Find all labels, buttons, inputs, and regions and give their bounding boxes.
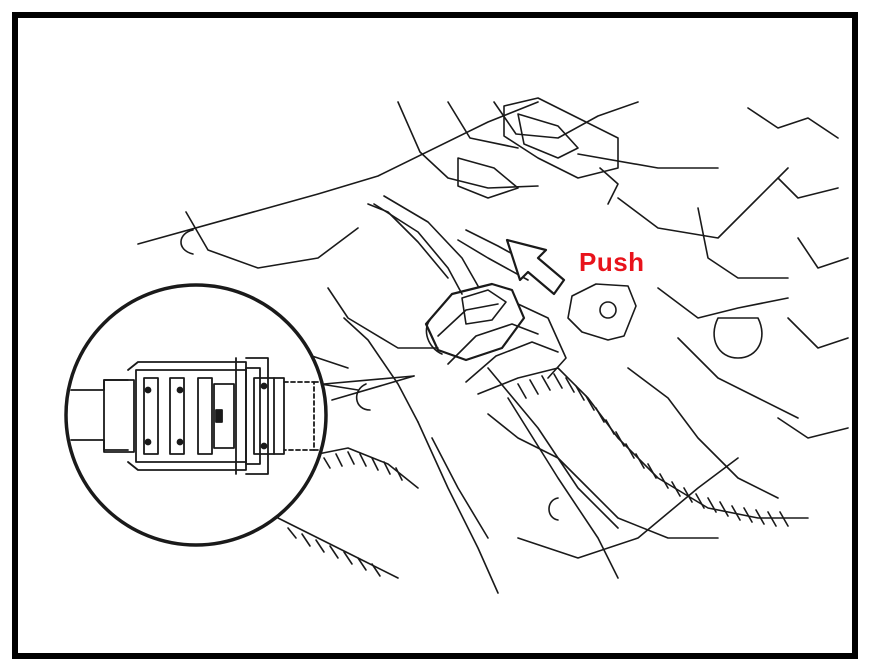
leader-lines — [323, 375, 415, 401]
push-label: Push — [579, 247, 645, 277]
corrugated-hose — [477, 367, 809, 539]
push-arrow-icon — [505, 238, 566, 296]
upper-bracket — [457, 97, 619, 205]
detail-magnifier — [64, 283, 328, 547]
quick-connector — [424, 282, 567, 383]
engine-body-lines — [137, 101, 849, 594]
wire-harness — [277, 447, 419, 579]
connector-illustration — [64, 97, 849, 594]
fuel-pipe — [373, 195, 539, 295]
mounting-tab — [567, 283, 637, 341]
figure-frame: Push — [12, 12, 858, 659]
